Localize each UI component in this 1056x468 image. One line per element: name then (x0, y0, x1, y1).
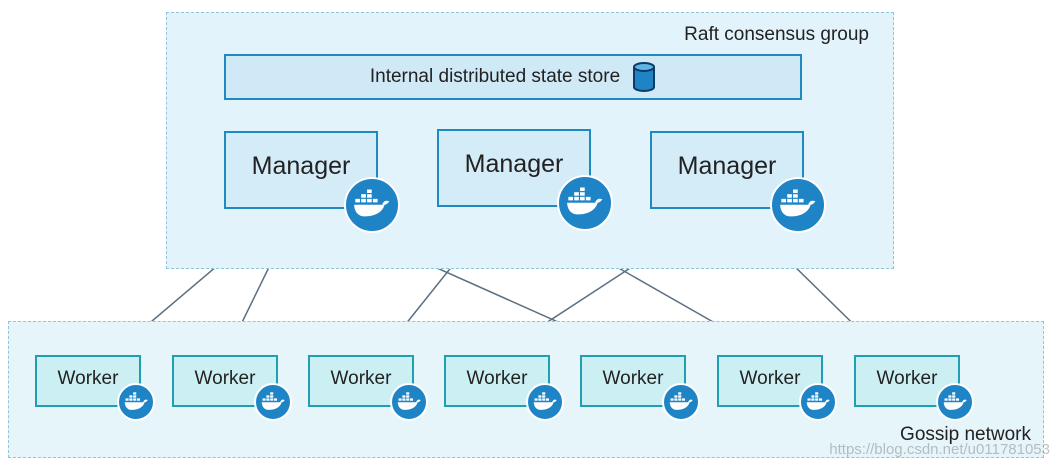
raft-group-label: Raft consensus group (684, 24, 869, 45)
worker-label: Worker (57, 368, 119, 389)
worker-node-3: Worker (308, 355, 428, 421)
docker-whale-icon (662, 383, 700, 421)
docker-whale-icon (799, 383, 837, 421)
worker-node-6: Worker (717, 355, 837, 421)
worker-label: Worker (876, 368, 938, 389)
worker-node-5: Worker (580, 355, 700, 421)
manager-node-3: Manager (650, 131, 826, 233)
state-store-box: Internal distributed state store (224, 54, 802, 100)
worker-label: Worker (330, 368, 392, 389)
worker-node-4: Worker (444, 355, 564, 421)
docker-whale-icon (344, 177, 400, 233)
database-icon (633, 62, 656, 92)
manager-label: Manager (251, 151, 351, 180)
docker-whale-icon (557, 175, 613, 231)
gossip-network-label: Gossip network (900, 424, 1031, 445)
manager-node-2: Manager (437, 129, 613, 231)
worker-label: Worker (194, 368, 256, 389)
docker-whale-icon (254, 383, 292, 421)
worker-node-1: Worker (35, 355, 155, 421)
docker-whale-icon (770, 177, 826, 233)
docker-whale-icon (117, 383, 155, 421)
docker-whale-icon (526, 383, 564, 421)
manager-label: Manager (464, 149, 564, 178)
worker-node-2: Worker (172, 355, 292, 421)
worker-node-7: Worker (854, 355, 974, 421)
docker-whale-icon (390, 383, 428, 421)
worker-label: Worker (739, 368, 801, 389)
manager-label: Manager (677, 151, 777, 180)
worker-label: Worker (602, 368, 664, 389)
state-store-label: Internal distributed state store (369, 66, 621, 87)
manager-node-1: Manager (224, 131, 400, 233)
worker-label: Worker (466, 368, 528, 389)
watermark: https://blog.csdn.net/u011781053 (829, 441, 1050, 458)
docker-whale-icon (936, 383, 974, 421)
